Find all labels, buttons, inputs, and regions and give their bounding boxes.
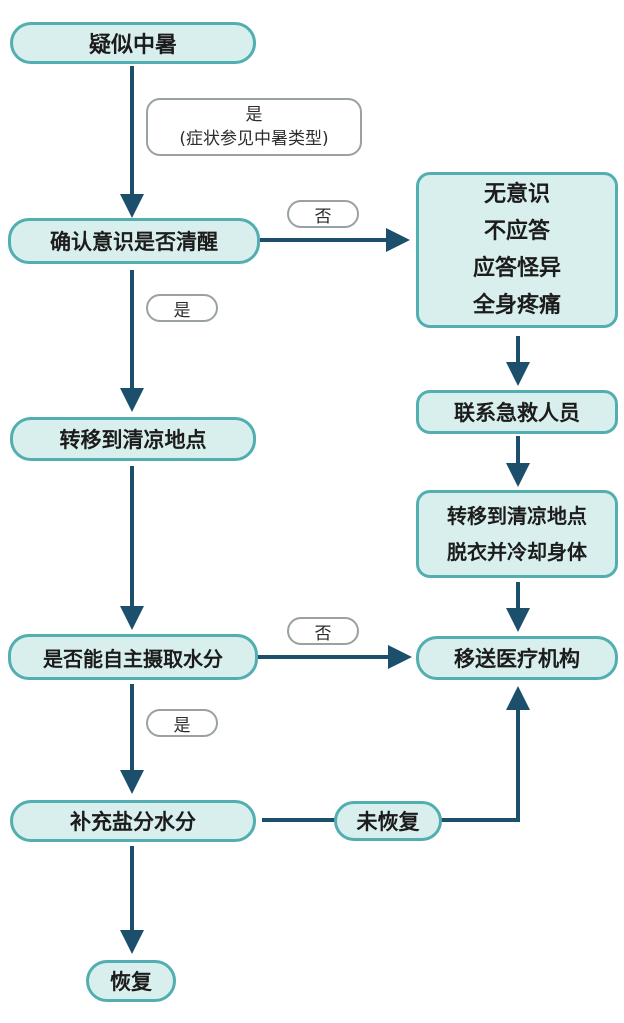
label-yes-symptoms-line-2: (症状参见中暑类型): [179, 129, 329, 149]
node-suspected-heatstroke: 疑似中暑: [10, 22, 256, 64]
node-not-recovered-text: 未恢复: [356, 810, 420, 834]
label-yes-2: 是: [146, 294, 218, 322]
node-symptoms: 无意识 不应答 应答怪异 全身疼痛: [416, 172, 618, 328]
node-move-cool-place: 转移到清凉地点: [10, 417, 256, 461]
label-yes-3-text: 是: [173, 715, 191, 736]
label-yes-2-text: 是: [173, 300, 191, 321]
symptom-unconscious: 无意识: [483, 182, 550, 207]
cool-body-line-2: 脱衣并冷却身体: [447, 540, 587, 564]
node-confirm-conscious-text: 确认意识是否清醒: [50, 230, 218, 254]
label-no-1: 否: [287, 200, 359, 228]
cool-body-line-1: 转移到清凉地点: [447, 504, 587, 528]
node-cool-body: 转移到清凉地点 脱衣并冷却身体: [416, 490, 618, 578]
label-yes-3: 是: [146, 709, 218, 737]
node-confirm-conscious: 确认意识是否清醒: [8, 218, 260, 264]
node-send-medical: 移送医疗机构: [416, 636, 618, 680]
node-recovered: 恢复: [86, 960, 176, 1002]
node-contact-rescue-text: 联系急救人员: [454, 401, 580, 425]
node-suspected-heatstroke-text: 疑似中暑: [88, 33, 177, 58]
node-send-medical-text: 移送医疗机构: [454, 647, 580, 671]
node-recovered-text: 恢复: [110, 970, 152, 994]
label-no-2: 否: [287, 617, 359, 645]
label-no-2-text: 否: [314, 623, 332, 644]
node-replenish-text: 补充盐分水分: [70, 810, 196, 834]
label-yes-symptoms: 是 (症状参见中暑类型): [146, 98, 362, 156]
node-contact-rescue: 联系急救人员: [416, 390, 618, 434]
node-not-recovered: 未恢复: [334, 801, 442, 841]
label-yes-symptoms-line-1: 是: [245, 105, 263, 125]
label-no-1-text: 否: [314, 206, 332, 227]
node-drink-water-ability: 是否能自主摄取水分: [8, 634, 258, 680]
symptom-strange-response: 应答怪异: [472, 256, 561, 281]
node-drink-water-ability-text: 是否能自主摄取水分: [43, 646, 223, 671]
symptom-body-pain: 全身疼痛: [472, 293, 561, 318]
symptom-no-response: 不应答: [483, 219, 550, 244]
node-replenish: 补充盐分水分: [10, 800, 256, 842]
node-move-cool-place-text: 转移到清凉地点: [59, 428, 207, 452]
